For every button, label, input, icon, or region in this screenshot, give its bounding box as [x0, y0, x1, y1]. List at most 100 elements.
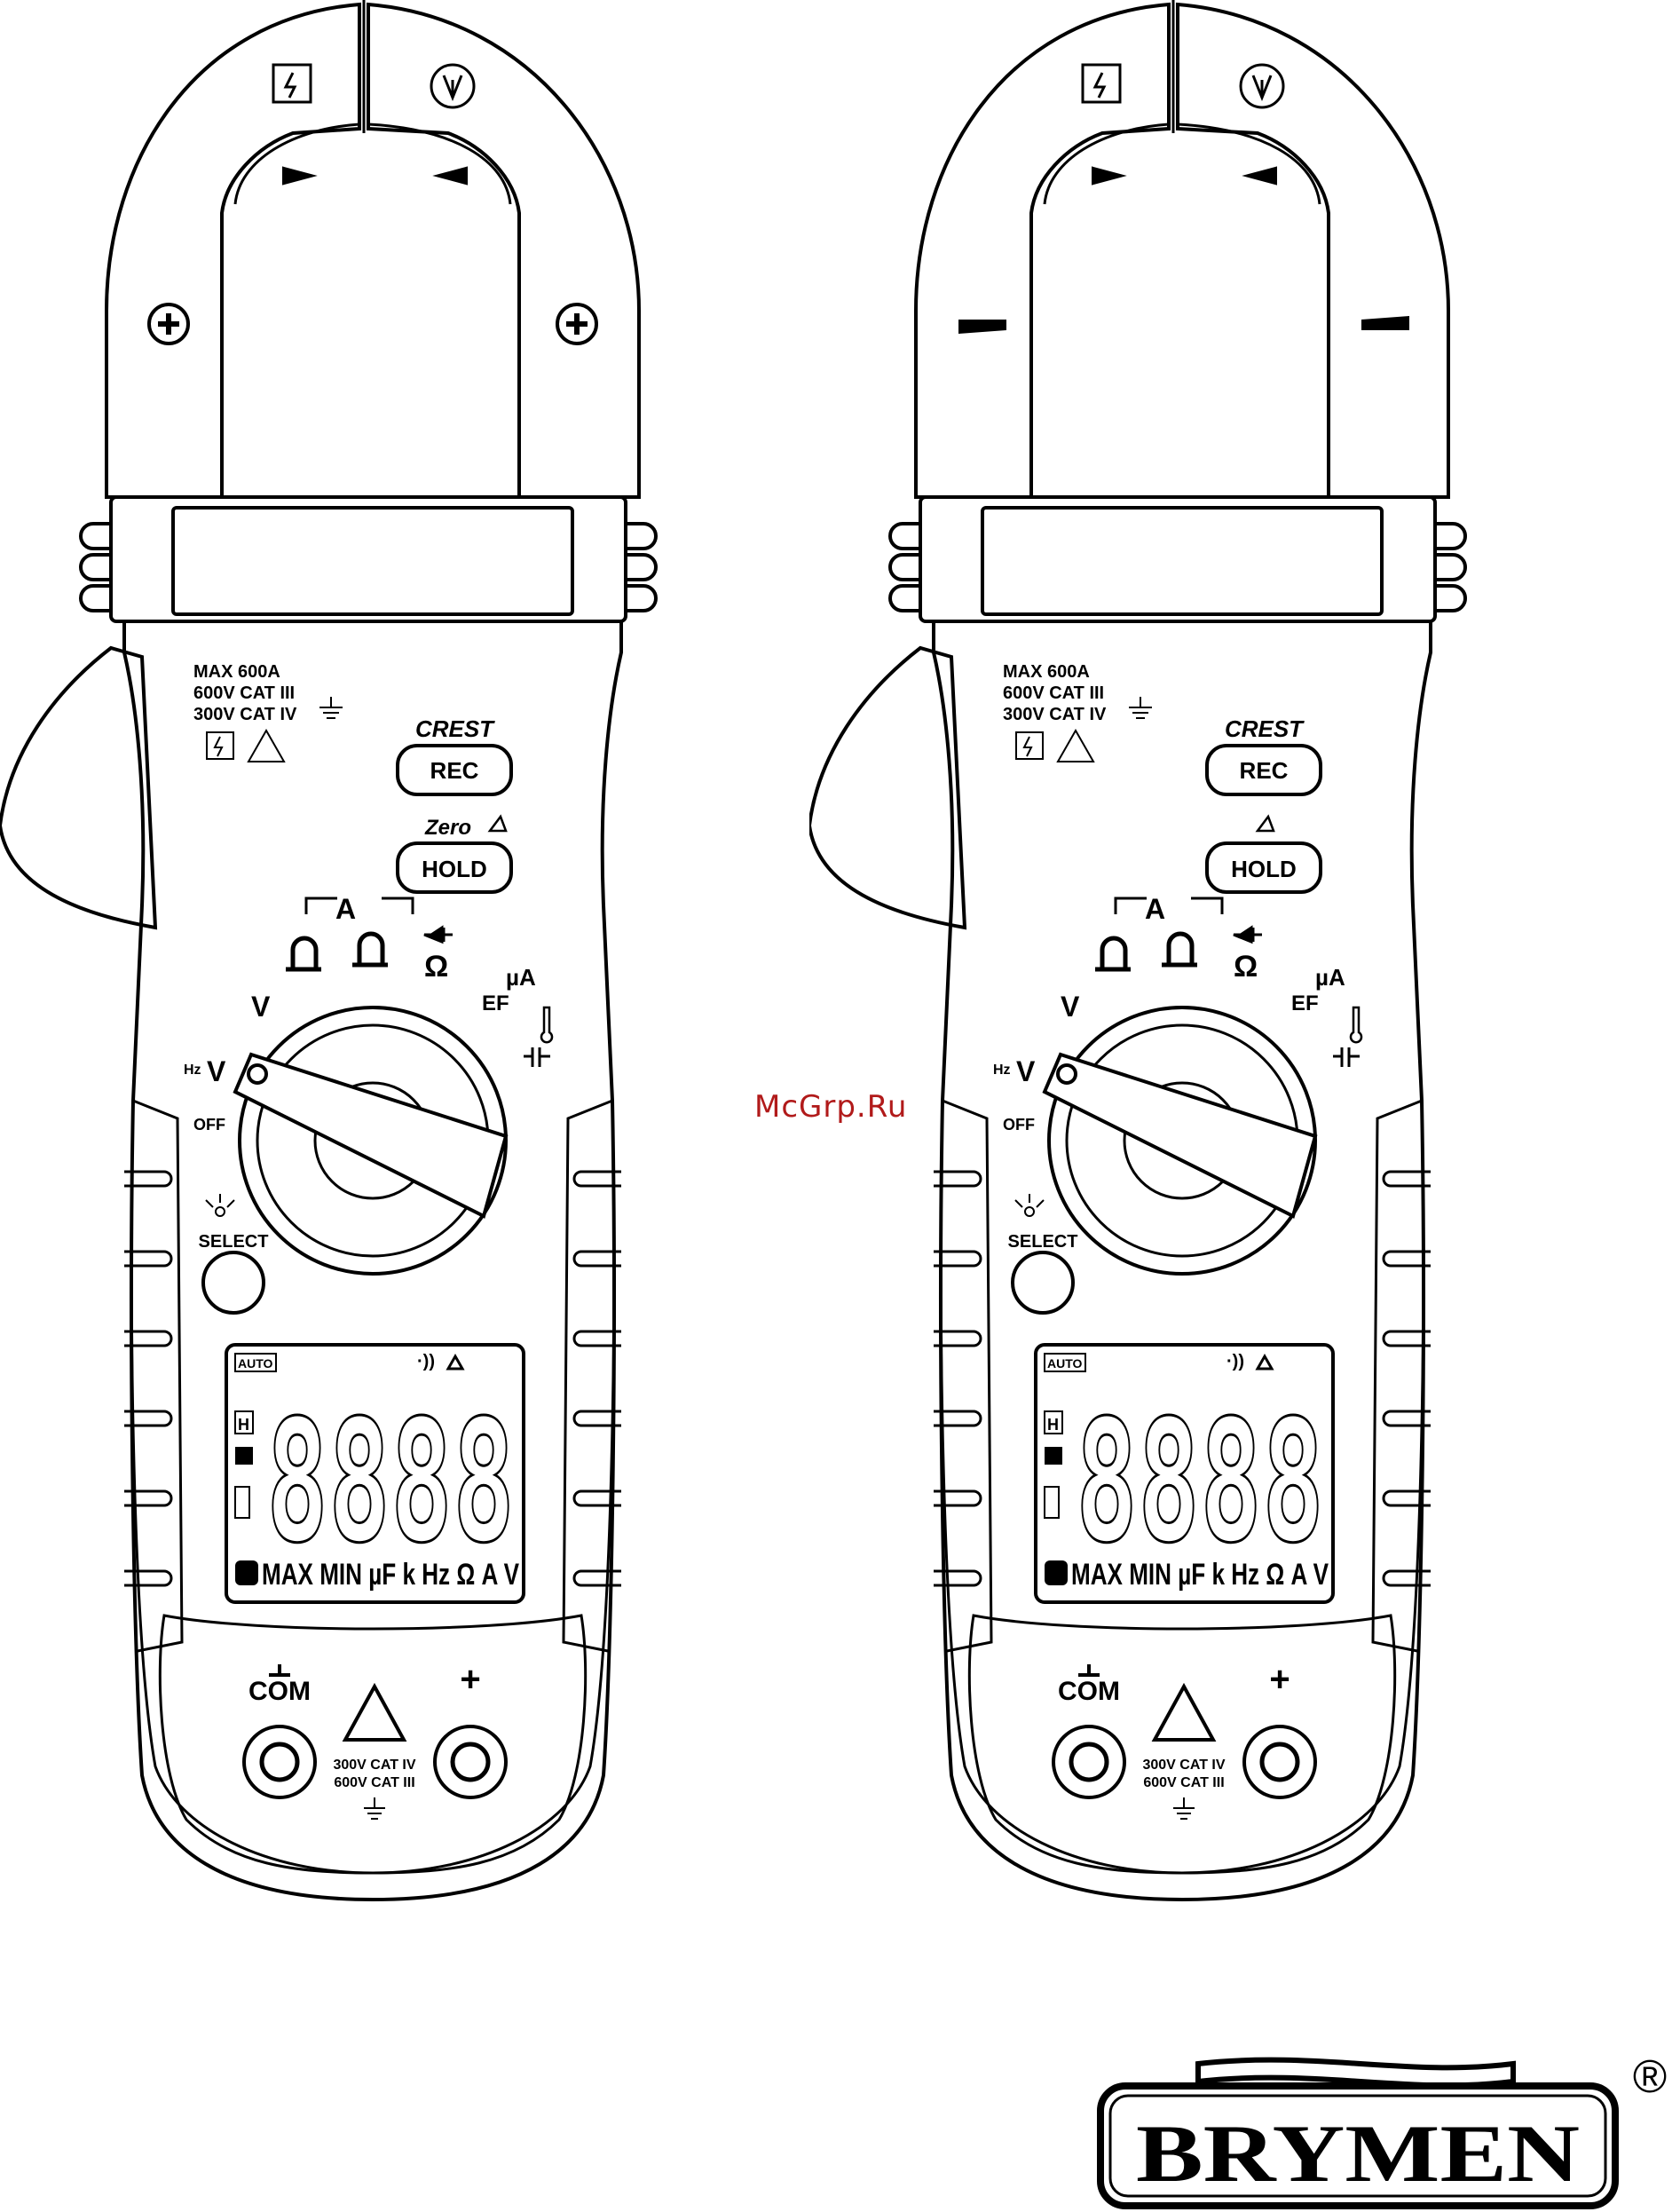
select-button[interactable]: [1011, 1251, 1075, 1315]
jaw-mark-left: [958, 320, 1006, 334]
input-cat-2: 600V CAT III: [1143, 1775, 1224, 1790]
watermark-text: McGrp.Ru: [754, 1089, 908, 1125]
com-jack[interactable]: [1052, 1725, 1126, 1799]
lcd-digits: 8888: [266, 1384, 515, 1580]
plus-label: +: [460, 1660, 480, 1699]
dial-off: OFF: [193, 1116, 225, 1134]
lightning-small-icon: [1015, 731, 1044, 760]
warning-small-icon: [1056, 728, 1095, 762]
meter-body: [122, 620, 623, 1902]
diode-icon: [1233, 925, 1262, 944]
lcd-c-flag: C: [241, 1562, 255, 1584]
lcd-units: MAX MIN µF k Hz Ω A V: [1071, 1558, 1329, 1592]
meter-body: [932, 620, 1432, 1902]
dial-a: A: [1145, 893, 1165, 925]
cat-label-1: 600V CAT III: [193, 683, 295, 703]
delta-icon: [487, 814, 508, 833]
dial-v-dc: V: [1061, 991, 1080, 1023]
rec-label: REC: [1240, 757, 1289, 784]
thermometer-icon: [1349, 1006, 1363, 1044]
registered-mark: ®: [1633, 2051, 1667, 2103]
crest-label: CREST: [1225, 715, 1305, 742]
plus-jack[interactable]: [1242, 1725, 1317, 1799]
clamp-left-icon: [286, 936, 321, 972]
cat-label-2: 300V CAT IV: [1003, 705, 1107, 724]
dial-ohm: Ω: [424, 950, 448, 984]
brand-name: BRYMEN: [1136, 2108, 1580, 2199]
jaw-trigger[interactable]: [0, 645, 158, 930]
jaw-arrow-left-icon: [1092, 166, 1127, 186]
right-jaw: [1176, 2, 1450, 499]
lcd-auto: AUTO: [1047, 1356, 1083, 1371]
delta-icon: [1255, 814, 1275, 833]
hold-button[interactable]: [396, 841, 513, 894]
dial-v-dc: V: [251, 991, 271, 1023]
diode-icon: [423, 925, 453, 944]
dial-hz: Hz: [184, 1063, 201, 1078]
antenna-icon: [430, 63, 476, 109]
dial-hz: Hz: [993, 1063, 1011, 1078]
dial-a: A: [335, 893, 356, 925]
clamp-ac-bracket: [304, 897, 414, 914]
plus-label: +: [1269, 1660, 1290, 1699]
jaw-mark-right: [1361, 316, 1409, 330]
warning-icon: [1151, 1682, 1217, 1742]
dial-ohm: Ω: [1234, 950, 1258, 984]
clamp-left-icon: [1095, 936, 1131, 972]
rec-button[interactable]: [1205, 744, 1322, 796]
dial-ua: µA: [1315, 964, 1345, 991]
antenna-icon: [1239, 63, 1285, 109]
lcd-delta-icon: [446, 1353, 465, 1371]
jaw-arrow-left-icon: [282, 166, 318, 186]
capacitor-icon: [524, 1047, 550, 1067]
lcd-c-flag: C: [1050, 1562, 1064, 1584]
brymen-logo: BRYMEN ®: [1097, 2051, 1667, 2209]
cat-label-2: 300V CAT IV: [193, 705, 297, 724]
ground-icon: [319, 697, 343, 719]
capacitor-icon: [1333, 1047, 1360, 1067]
plus-jack[interactable]: [433, 1725, 508, 1799]
input-ground-icon: [364, 1797, 385, 1820]
hold-button[interactable]: [1205, 841, 1322, 894]
dial-v-ac: V: [1016, 1055, 1036, 1087]
lcd-units: MAX MIN µF k Hz Ω A V: [262, 1558, 519, 1592]
rec-label: REC: [430, 757, 479, 784]
cat-label-1: 600V CAT III: [1003, 683, 1104, 703]
battery-icon: [234, 1486, 250, 1519]
crest-label: CREST: [415, 715, 495, 742]
warning-icon: [342, 1682, 407, 1742]
lcd-beep-icon: ·)): [417, 1352, 435, 1371]
select-button[interactable]: [201, 1251, 265, 1315]
com-jack[interactable]: [242, 1725, 317, 1799]
left-jaw: [105, 2, 361, 499]
jaw-trigger[interactable]: [809, 645, 967, 930]
max-label: MAX 600A: [193, 662, 280, 682]
hold-label: HOLD: [1231, 856, 1297, 882]
lcd-display: [1034, 1343, 1335, 1604]
left-jaw: [914, 2, 1171, 499]
dial-off: OFF: [1003, 1116, 1035, 1134]
lcd-delta-icon: [1255, 1353, 1274, 1371]
warning-small-icon: [247, 728, 286, 762]
lcd-display: [225, 1343, 525, 1604]
jaw-arrow-right-icon: [432, 166, 468, 186]
lcd-auto: AUTO: [238, 1356, 273, 1371]
dial-ef: EF: [482, 991, 509, 1015]
clamp-meter-minus: MAX 600A 600V CAT III 300V CAT IV CREST …: [809, 0, 1467, 1902]
max-label: MAX 600A: [1003, 662, 1090, 682]
backlight-icon: [205, 1194, 235, 1217]
zero-label: Zero: [424, 816, 471, 840]
input-ground-icon: [1173, 1797, 1195, 1820]
clamp-right-icon: [352, 931, 388, 968]
thermometer-icon: [540, 1006, 554, 1044]
lightning-box-icon: [1081, 63, 1122, 104]
lightning-box-icon: [272, 63, 312, 104]
clamp-meter-plus: MAX 600A 600V CAT III 300V CAT IV CREST …: [0, 0, 658, 1902]
dial-pointer: [233, 1052, 509, 1219]
select-label: SELECT: [199, 1232, 269, 1252]
dial-pointer: [1042, 1052, 1318, 1219]
input-cat-1: 300V CAT IV: [1142, 1758, 1225, 1773]
hold-label: HOLD: [422, 856, 487, 882]
lcd-beep-icon: ·)): [1226, 1352, 1244, 1371]
rec-button[interactable]: [396, 744, 513, 796]
